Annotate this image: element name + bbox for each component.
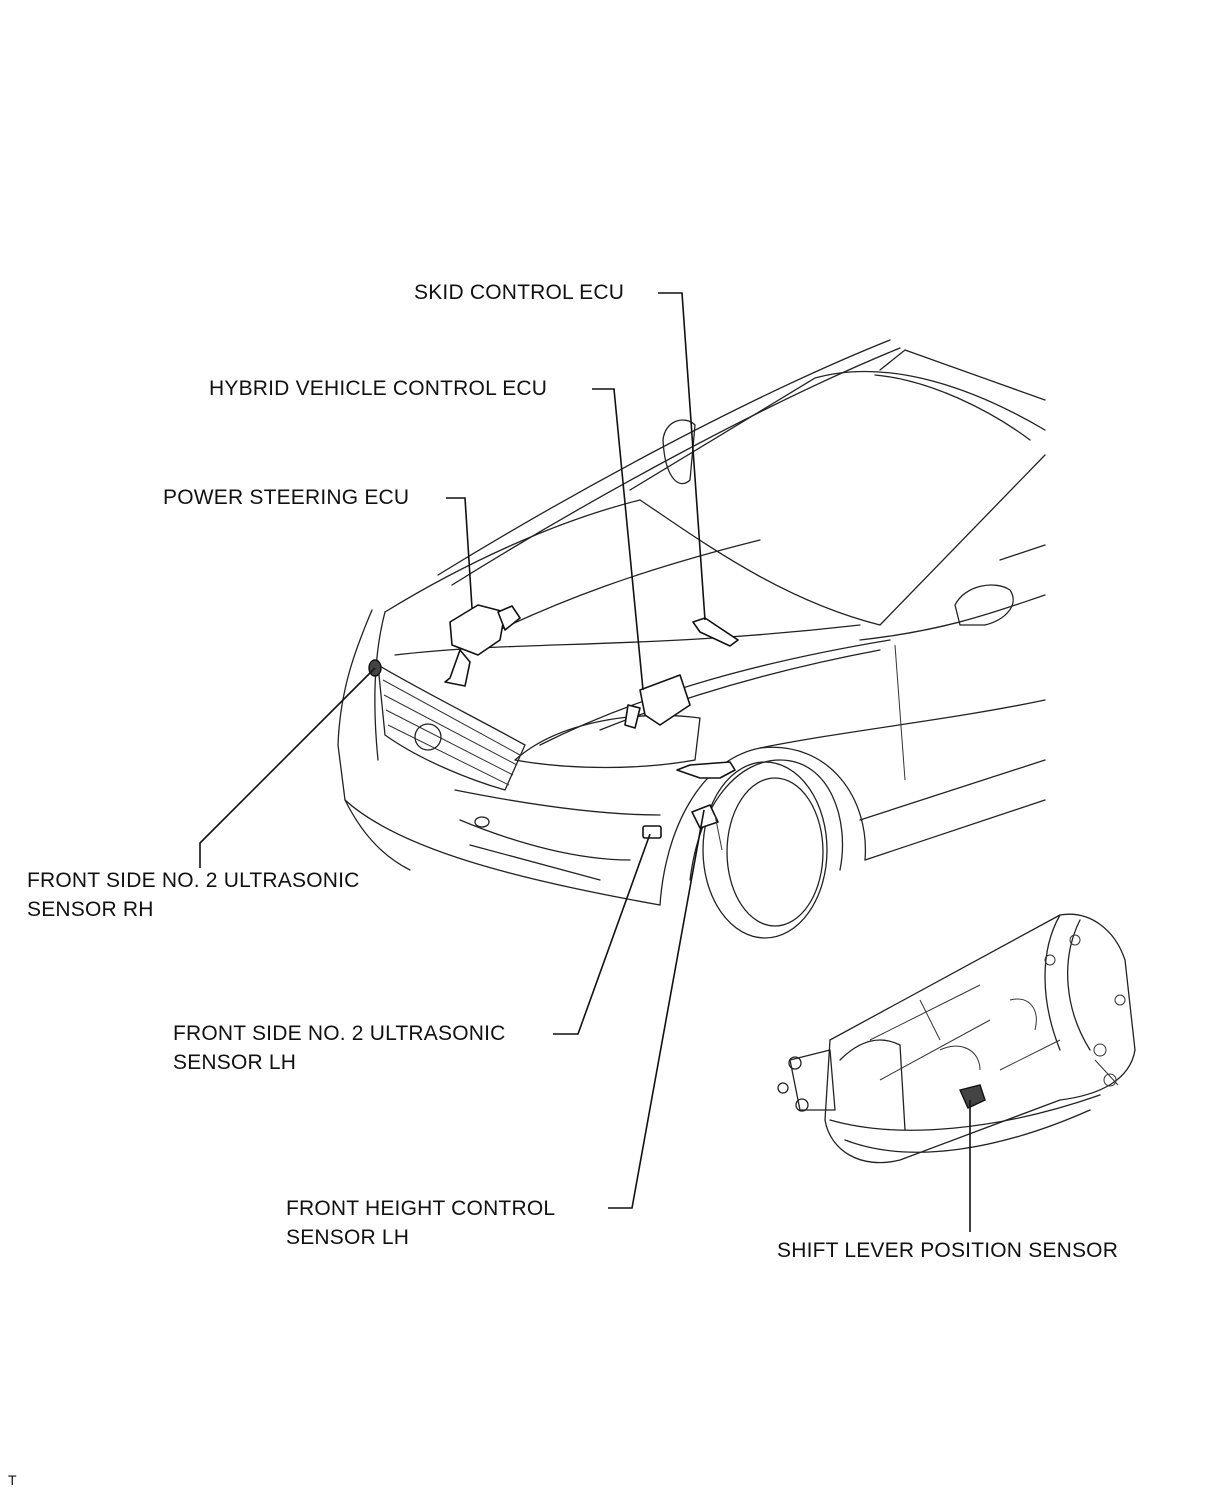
front-height-control-sensor-lh-part (676, 761, 736, 851)
skid-control-ecu-part (692, 617, 739, 647)
corner-mark: T (8, 1472, 17, 1488)
leader-height-control-lh (608, 809, 705, 1209)
label-skid-control-ecu: SKID CONTROL ECU (414, 281, 625, 304)
label-shift-lever-position-sensor: SHIFT LEVER POSITION SENSOR (777, 1239, 1119, 1262)
shift-lever-position-sensor-part (959, 1084, 986, 1109)
label-front-height-control-lh-line2: SENSOR LH (286, 1226, 410, 1249)
leader-skid-control-ecu (658, 292, 706, 621)
label-power-steering-ecu: POWER STEERING ECU (163, 486, 410, 509)
leader-ultrasonic-rh (199, 667, 376, 868)
label-front-side-ultrasonic-rh-line2: SENSOR RH (27, 898, 154, 921)
leader-power-steering-ecu (446, 497, 473, 609)
label-front-side-ultrasonic-lh-line1: FRONT SIDE NO. 2 ULTRASONIC (173, 1022, 506, 1045)
label-hybrid-vehicle-control-ecu: HYBRID VEHICLE CONTROL ECU (209, 377, 548, 400)
label-front-side-ultrasonic-rh-line1: FRONT SIDE NO. 2 ULTRASONIC (27, 869, 360, 892)
hybrid-vehicle-control-ecu-part (624, 674, 691, 729)
leader-lines (199, 292, 971, 1232)
leader-hybrid-vehicle-control-ecu (592, 388, 644, 691)
leader-ultrasonic-lh (553, 833, 651, 1035)
transmission-outline (777, 913, 1136, 1164)
label-front-height-control-lh-line1: FRONT HEIGHT CONTROL (286, 1197, 556, 1220)
power-steering-ecu-part (444, 604, 521, 687)
front-side-ultrasonic-sensor-lh-part (642, 825, 662, 839)
label-front-side-ultrasonic-lh-line2: SENSOR LH (173, 1051, 297, 1074)
